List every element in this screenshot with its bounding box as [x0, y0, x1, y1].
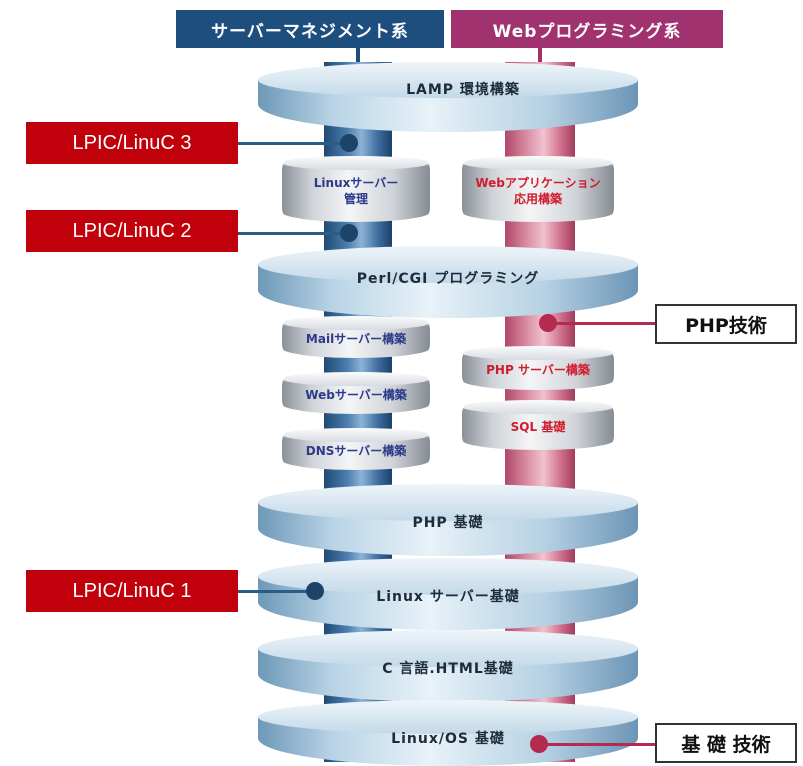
header-right-connector: [538, 48, 542, 64]
module-web-server-label: Webサーバー構築: [305, 388, 407, 403]
module-linux-server-admin: Linuxサーバー 管理: [282, 156, 430, 222]
lpic-level-1-label: LPIC/LinuC 1: [26, 570, 238, 612]
module-php-server: PHP サーバー構築: [462, 346, 614, 390]
disc-linux-server-basics: Linux サーバー基礎: [258, 558, 638, 630]
disc-perl-cgi: Perl/CGI プログラミング: [258, 246, 638, 318]
disc-linux-os-basics-label: Linux/OS 基礎: [391, 730, 505, 747]
module-web-server: Webサーバー構築: [282, 372, 430, 414]
basic-skill-box: 基 礎 技術: [655, 723, 797, 763]
module-mail-server-label: Mailサーバー構築: [305, 332, 407, 347]
lpic-level-1-connector: [238, 590, 318, 593]
header-left-connector: [356, 48, 360, 64]
header-web-programming: Webプログラミング系: [451, 10, 723, 48]
disc-linux-server-basics-label: Linux サーバー基礎: [376, 588, 520, 605]
header-server-management: サーバーマネジメント系: [176, 10, 444, 48]
module-dns-server-label: DNSサーバー構築: [305, 444, 407, 459]
module-sql-basics: SQL 基礎: [462, 400, 614, 450]
lpic-level-1-dot: [306, 582, 324, 600]
module-mail-server: Mailサーバー構築: [282, 316, 430, 358]
disc-linux-os-basics: Linux/OS 基礎: [258, 700, 638, 766]
module-php-server-label: PHP サーバー構築: [486, 363, 590, 378]
lpic-level-3-dot: [340, 134, 358, 152]
module-web-app-advanced-label: Webアプリケーション 応用構築: [475, 176, 601, 206]
php-skill-connector: [556, 322, 656, 325]
disc-php-basics: PHP 基礎: [258, 484, 638, 556]
disc-lamp-label: LAMP 環境構築: [406, 81, 520, 98]
module-dns-server: DNSサーバー構築: [282, 428, 430, 470]
module-linux-server-admin-label: Linuxサーバー 管理: [313, 176, 399, 206]
disc-perl-cgi-label: Perl/CGI プログラミング: [356, 270, 540, 287]
disc-c-html-basics-label: C 言語.HTML基礎: [382, 660, 514, 677]
php-skill-box: PHP技術: [655, 304, 797, 344]
basic-skill-dot: [530, 735, 548, 753]
lpic-level-2-connector: [238, 232, 348, 235]
lpic-level-2-dot: [340, 224, 358, 242]
lpic-level-3-label: LPIC/LinuC 3: [26, 122, 238, 164]
lpic-level-3-connector: [238, 142, 348, 145]
module-web-app-advanced: Webアプリケーション 応用構築: [462, 156, 614, 222]
disc-c-html-basics: C 言語.HTML基礎: [258, 630, 638, 702]
module-sql-basics-label: SQL 基礎: [510, 420, 566, 435]
disc-php-basics-label: PHP 基礎: [412, 514, 484, 531]
php-skill-dot: [539, 314, 557, 332]
disc-lamp: LAMP 環境構築: [258, 62, 638, 132]
basic-skill-connector: [547, 743, 657, 746]
lpic-level-2-label: LPIC/LinuC 2: [26, 210, 238, 252]
